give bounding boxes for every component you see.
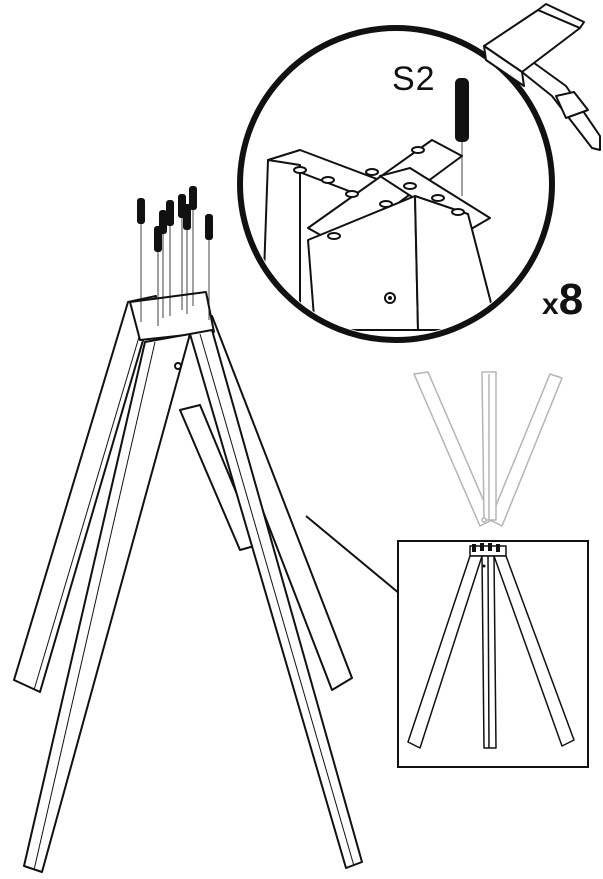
front-right-leg [189, 329, 363, 869]
screw-hole [174, 362, 182, 370]
quantity-value: 8 [558, 275, 584, 324]
main-stool-frame [13, 291, 363, 873]
wooden-peg-icon [159, 210, 167, 234]
wooden-peg-icon [205, 214, 213, 240]
wooden-pegs [137, 186, 213, 252]
wooden-peg-icon [166, 200, 174, 226]
hammer-icon [483, 3, 601, 151]
inset-detail [397, 540, 589, 768]
callout-connector [305, 515, 401, 595]
part-label-s2: S2 [392, 60, 436, 98]
wooden-peg-icon [189, 186, 197, 210]
quantity-label: x8 [542, 278, 583, 322]
wooden-peg-icon [137, 198, 145, 224]
quantity-prefix: x [542, 288, 559, 321]
wooden-peg-icon [183, 204, 191, 230]
front-left-leg [23, 333, 191, 873]
wooden-peg-icon [455, 78, 469, 142]
faded-stool-overview [413, 371, 563, 527]
back-left-leg [13, 295, 157, 693]
